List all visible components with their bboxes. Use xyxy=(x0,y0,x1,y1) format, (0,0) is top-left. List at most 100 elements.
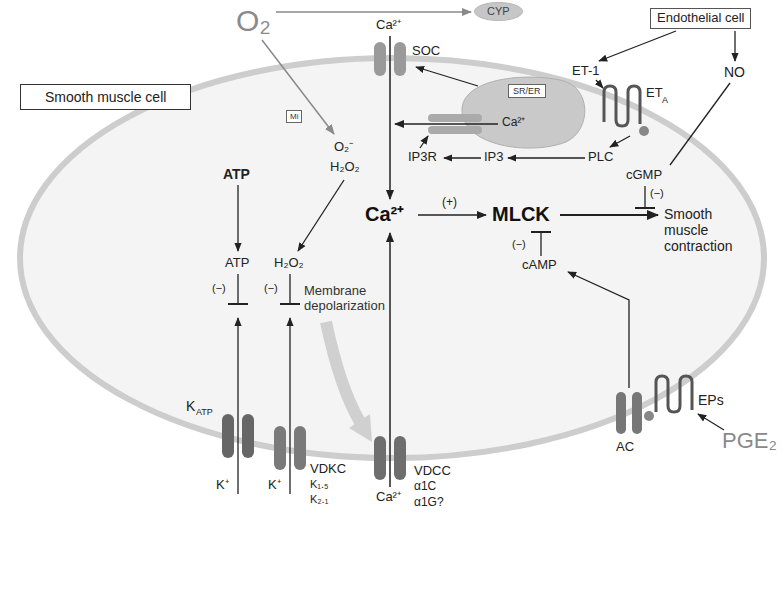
arrow-line xyxy=(610,136,630,147)
arrow-line xyxy=(418,214,486,216)
depolarization-arrow xyxy=(326,322,360,422)
molecule-label: IP3 xyxy=(484,150,504,165)
arrow-line xyxy=(599,31,676,61)
inhibition-line xyxy=(289,274,290,304)
box-text: Smooth muscle cell xyxy=(45,89,166,105)
channel-subtype: K₁.₅ xyxy=(310,478,329,491)
ip3r-channel xyxy=(428,114,482,122)
enzyme-label: PLC xyxy=(588,150,613,165)
katp-channel xyxy=(242,414,254,458)
ion-label: K⁺ xyxy=(268,478,281,493)
molecule-label: H₂O₂ xyxy=(330,160,360,175)
receptor-symbol xyxy=(656,376,692,412)
molecule-label: ET-1 xyxy=(572,64,599,79)
soc-channel xyxy=(394,42,406,76)
inhibition-bar xyxy=(531,231,551,233)
molecule-label: O₂⁻ xyxy=(334,140,353,155)
receptor-label: EPs xyxy=(698,392,724,408)
arrow-line xyxy=(289,318,290,494)
arrow-line xyxy=(734,31,735,61)
box-text: CYP xyxy=(487,5,510,18)
outcome-label: Smooth muscle contraction xyxy=(664,206,750,254)
arrow-line xyxy=(389,36,391,199)
molecule-label: NO xyxy=(724,64,745,80)
receptor-label: IP3R xyxy=(408,150,437,165)
arrow-line xyxy=(237,185,238,251)
enzyme-oval: CYP xyxy=(474,2,523,21)
organelle-label-box: SR/ER xyxy=(508,84,546,98)
molecule-label: O₂ xyxy=(236,4,271,39)
box-text: Endothelial cell xyxy=(657,11,744,26)
effect-sign: (−) xyxy=(212,282,226,295)
inhibition-bar xyxy=(635,207,655,209)
cell-label-box: Smooth muscle cell xyxy=(20,84,191,110)
inhibition-line xyxy=(644,186,645,208)
vdkc-channel xyxy=(274,426,286,470)
depolarization-arrow xyxy=(349,414,372,442)
arrow-line xyxy=(698,414,724,430)
enzyme-label: AC xyxy=(616,440,634,455)
ion-label: Ca²⁺ xyxy=(365,203,404,226)
process-label: Membrane depolarization xyxy=(304,284,404,314)
channel-subtype: α1G? xyxy=(414,496,444,510)
arrow-line xyxy=(568,272,629,388)
arrow-line xyxy=(237,318,238,494)
arrow-line xyxy=(298,180,344,251)
ion-label: K⁺ xyxy=(216,478,229,493)
vdcc-channel xyxy=(394,436,406,480)
inhibition-bar xyxy=(280,303,300,305)
box-text: Mi xyxy=(290,112,298,121)
inhibition-line xyxy=(540,232,541,256)
enzyme-label: MLCK xyxy=(492,203,550,226)
effect-sign: (−) xyxy=(512,238,526,251)
arrow-line xyxy=(420,136,428,148)
ion-label: Ca²⁺ xyxy=(376,18,401,33)
molecule-label: PGE₂ xyxy=(722,428,777,453)
arrow-line xyxy=(389,233,391,487)
channel-label: VDKC xyxy=(310,462,346,477)
oval-outline xyxy=(475,3,523,21)
channel-label: K xyxy=(186,398,195,414)
channel-subtype: K₂.₁ xyxy=(310,493,328,506)
katp-channel xyxy=(222,414,234,458)
cell-membrane xyxy=(20,58,764,458)
arrow-line xyxy=(262,40,334,134)
receptor-symbol xyxy=(604,86,640,126)
molecule-label: ATP xyxy=(225,256,249,271)
arrow-line xyxy=(670,83,730,165)
molecule-label: cGMP xyxy=(626,168,662,183)
effect-sign: (−) xyxy=(264,282,278,295)
soc-channel xyxy=(374,42,386,76)
g-protein-symbol xyxy=(644,411,654,421)
box-text: SR/ER xyxy=(513,86,541,96)
ion-label: Ca²⁺ xyxy=(376,490,401,505)
arrow-line xyxy=(416,67,478,86)
inhibition-line xyxy=(237,274,238,304)
arrow-line xyxy=(276,11,471,13)
arrow-line xyxy=(395,123,498,125)
cell-label-box: Endothelial cell xyxy=(650,8,751,29)
arrow-line xyxy=(444,157,481,158)
sr-er-organelle xyxy=(462,77,585,148)
channel-label: SOC xyxy=(412,44,440,59)
effect-sign: (−) xyxy=(650,187,664,200)
g-protein-symbol xyxy=(639,126,649,136)
molecule-label: cAMP xyxy=(522,258,557,273)
molecule-label: ATP xyxy=(223,166,250,182)
arrow-line xyxy=(508,157,585,158)
channel-label: VDCC xyxy=(414,464,451,479)
receptor-label: ET xyxy=(646,86,663,101)
organelle-label-box: Mi xyxy=(286,110,302,123)
ip3r-channel xyxy=(428,126,482,134)
effect-sign: (+) xyxy=(442,196,457,210)
vdkc-channel xyxy=(294,426,306,470)
molecule-label: H₂O₂ xyxy=(274,256,304,271)
arrow-line xyxy=(596,80,603,88)
vdcc-channel xyxy=(374,436,386,480)
channel-subtype: α1C xyxy=(414,480,436,494)
ac-enzyme xyxy=(632,392,642,434)
ac-enzyme xyxy=(616,392,626,434)
subscript-label: A xyxy=(662,95,668,105)
inhibition-bar xyxy=(228,303,248,305)
arrow-line xyxy=(560,214,658,216)
